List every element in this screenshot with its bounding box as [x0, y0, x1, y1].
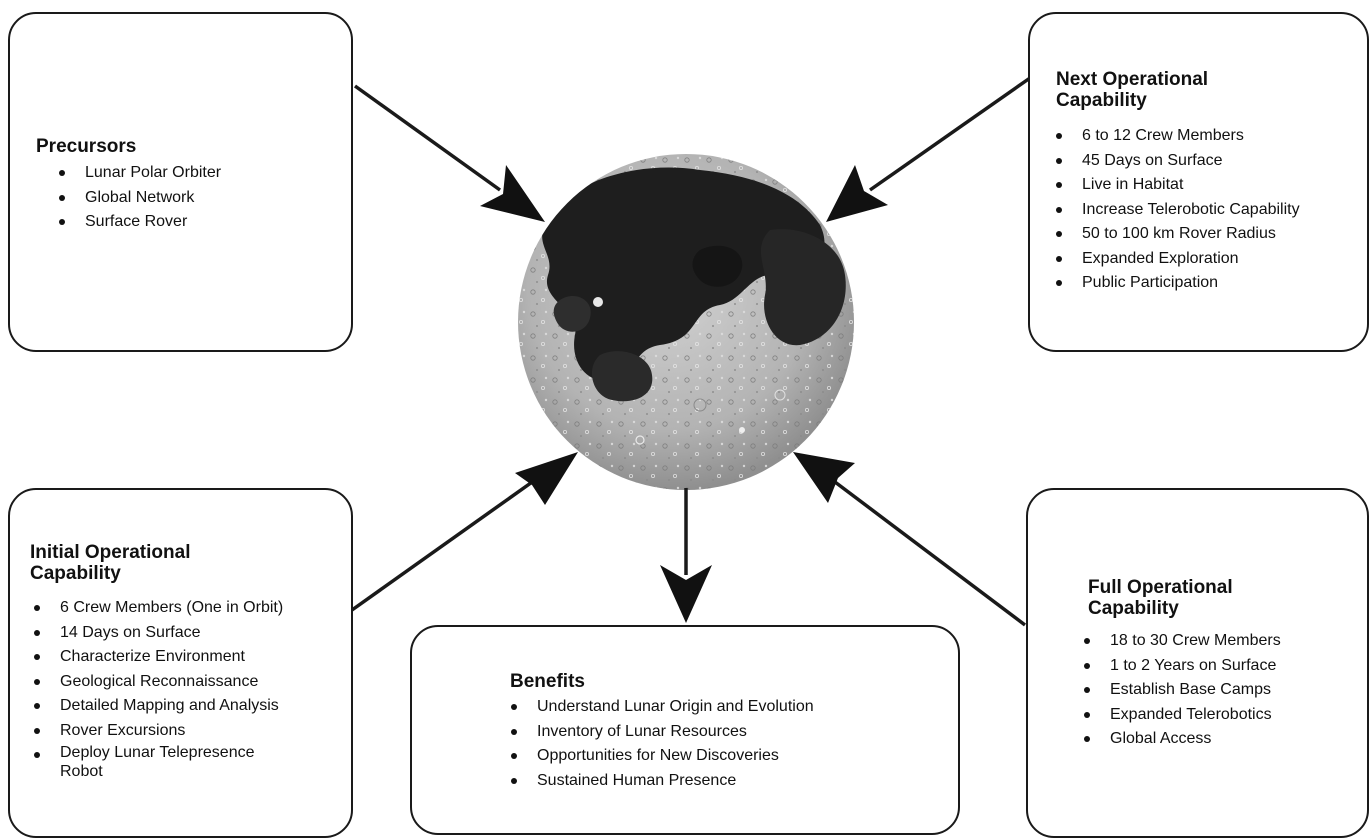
list-item: Surface Rover [57, 210, 221, 235]
list-item: Live in Habitat [1054, 173, 1300, 198]
list-item: 14 Days on Surface [32, 621, 283, 646]
list-item: Understand Lunar Origin and Evolution [509, 695, 814, 720]
initial-operational-title-line-2: Capability [30, 563, 121, 584]
list-item: Global Access [1082, 727, 1281, 752]
list-item: Detailed Mapping and Analysis [32, 694, 283, 719]
full-operational-title-line-1: Full Operational [1088, 577, 1233, 598]
moon-icon [518, 154, 854, 490]
full-operational-box: Full Operational Capability 18 to 30 Cre… [1026, 488, 1369, 838]
list-item: Inventory of Lunar Resources [509, 720, 814, 745]
list-item: 45 Days on Surface [1054, 149, 1300, 174]
list-item: Expanded Exploration [1054, 247, 1300, 272]
initial-operational-title-line-1: Initial Operational [30, 542, 191, 563]
list-item: 18 to 30 Crew Members [1082, 629, 1281, 654]
list-item: 6 to 12 Crew Members [1054, 124, 1300, 149]
next-operational-box: Next Operational Capability 6 to 12 Crew… [1028, 12, 1369, 352]
list-item: Characterize Environment [32, 645, 283, 670]
list-item: 6 Crew Members (One in Orbit) [32, 596, 283, 621]
precursors-list: Lunar Polar Orbiter Global Network Surfa… [57, 161, 221, 235]
benefits-box: Benefits Understand Lunar Origin and Evo… [410, 625, 960, 835]
list-item: Lunar Polar Orbiter [57, 161, 221, 186]
list-item: Rover Excursions [32, 719, 283, 744]
next-operational-title-line-1: Next Operational [1056, 69, 1209, 90]
list-item-line: Robot [60, 763, 103, 780]
list-item: 1 to 2 Years on Surface [1082, 654, 1281, 679]
next-operational-list: 6 to 12 Crew Members 45 Days on Surface … [1054, 124, 1300, 296]
next-operational-title: Next Operational Capability [1056, 69, 1208, 111]
next-operational-title-line-2: Capability [1056, 90, 1147, 111]
precursors-title: Precursors [36, 136, 136, 157]
initial-operational-title: Initial Operational Capability [30, 542, 190, 584]
list-item: Sustained Human Presence [509, 769, 814, 794]
list-item: Establish Base Camps [1082, 678, 1281, 703]
list-item: 50 to 100 km Rover Radius [1054, 222, 1300, 247]
full-operational-title: Full Operational Capability [1088, 577, 1233, 619]
initial-operational-box: Initial Operational Capability 6 Crew Me… [8, 488, 353, 838]
benefits-list: Understand Lunar Origin and Evolution In… [509, 695, 814, 793]
benefits-title-line: Benefits [510, 671, 585, 692]
initial-operational-list: 6 Crew Members (One in Orbit) 14 Days on… [32, 596, 283, 781]
list-item: Opportunities for New Discoveries [509, 744, 814, 769]
full-operational-list: 18 to 30 Crew Members 1 to 2 Years on Su… [1082, 629, 1281, 752]
list-item: Increase Telerobotic Capability [1054, 198, 1300, 223]
list-item: Global Network [57, 186, 221, 211]
benefits-title: Benefits [510, 671, 585, 692]
list-item: Geological Reconnaissance [32, 670, 283, 695]
list-item-line: Deploy Lunar Telepresence [60, 744, 255, 761]
list-item: Public Participation [1054, 271, 1300, 296]
precursors-box: Precursors Lunar Polar Orbiter Global Ne… [8, 12, 353, 352]
list-item: Expanded Telerobotics [1082, 703, 1281, 728]
precursors-title-line: Precursors [36, 136, 137, 157]
full-operational-title-line-2: Capability [1088, 598, 1179, 619]
list-item: Deploy Lunar Telepresence Robot [32, 743, 283, 781]
